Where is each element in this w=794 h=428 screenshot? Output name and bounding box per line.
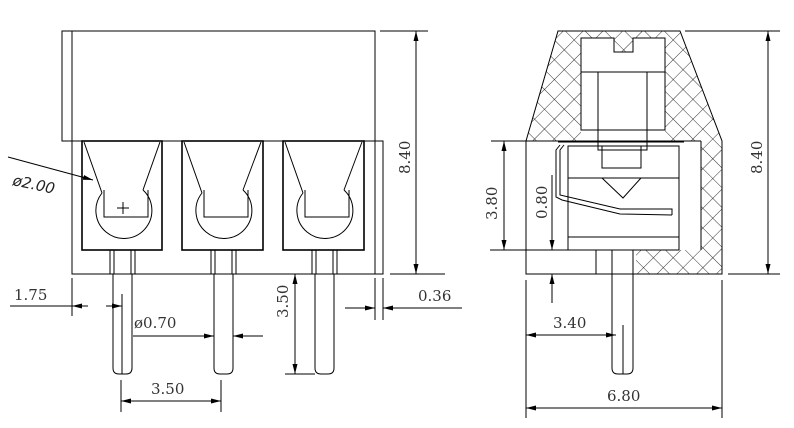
side-height-label: 8.40 [748,141,766,174]
front-height-label: 8.40 [396,141,414,174]
side-width-label: 6.80 [607,387,640,405]
base-offset-label: 0.80 [533,186,551,219]
front-view: ø2.00 1.75 ø0.70 3.50 3.50 0.36 8.40 [7,30,462,412]
side-view: 3.80 0.80 3.40 6.80 8.40 [483,30,780,418]
pitch-label: 3.50 [151,380,184,398]
clamp-cage [555,141,684,251]
cavity-3 [282,140,365,251]
pin-position-label: 3.40 [553,314,586,332]
side-pin [611,249,634,375]
pin-diameter-label: ø0.70 [134,314,176,332]
pin-length-label: 3.50 [274,285,292,318]
screw [580,37,666,151]
cavity-1 [81,140,163,251]
pins [109,250,338,375]
pin-offset-label: 1.75 [14,286,47,304]
hole-diameter-label: ø2.00 [10,171,56,198]
cavity-2 [181,140,264,251]
wall-offset-label: 0.36 [418,287,451,305]
center-mark-icon [117,202,129,214]
top-block [61,30,376,142]
clamp-height-label: 3.80 [483,187,501,220]
spring-contact [555,144,673,216]
